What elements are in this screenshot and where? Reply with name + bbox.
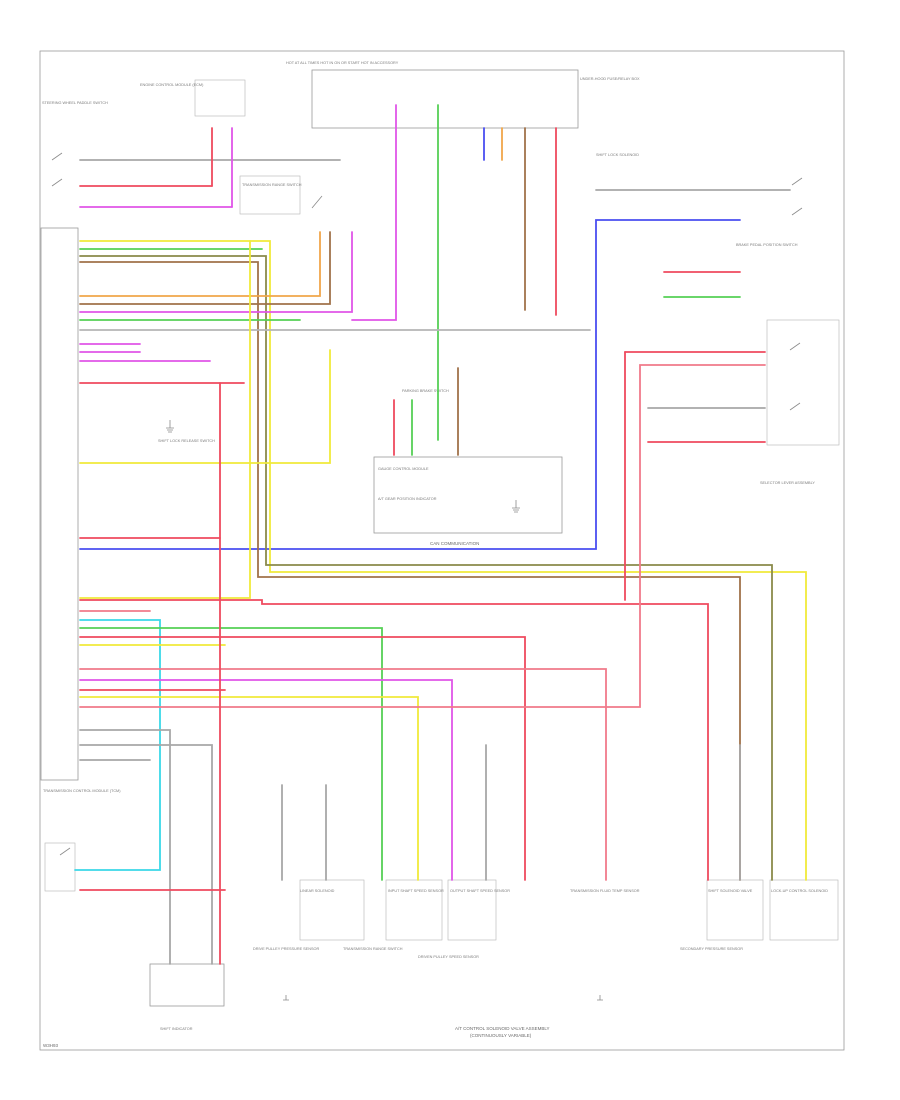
wires <box>74 104 807 965</box>
ground-icon <box>283 995 289 1001</box>
wire-green-3 <box>79 627 383 881</box>
component-lockup: LOCK-UP CONTROL SOLENOID <box>771 889 828 893</box>
wire-olive-1 <box>79 255 773 881</box>
can-label: CAN COMMUNICATION <box>430 541 479 546</box>
component-shift-indicator: SHIFT INDICATOR <box>160 1027 193 1031</box>
switch-icon <box>311 195 323 209</box>
component-shift-solenoid: SHIFT SOLENOID VALVE <box>708 889 753 893</box>
bottom-connector-box <box>149 963 225 1007</box>
wire-magenta-top <box>351 104 397 321</box>
wire-gray-low2 <box>79 744 213 965</box>
wire-magenta-tcm <box>79 231 353 313</box>
bottom-comp-5 <box>769 879 839 941</box>
wire-red-3 <box>79 636 526 881</box>
ground-icon <box>166 420 174 433</box>
wire-blue-can <box>79 219 741 550</box>
switch-icon <box>789 402 801 411</box>
component-range-switch: TRANSMISSION RANGE SWITCH <box>242 183 302 187</box>
component-underhood-fuse: UNDER-HOOD FUSE/RELAY BOX <box>580 77 640 81</box>
switch-icon <box>789 342 801 351</box>
bottom-comp-3 <box>447 879 497 941</box>
component-linear-solenoid: LINEAR SOLENOID <box>300 889 335 893</box>
switch-icon <box>51 178 63 187</box>
wire-orange-tcm <box>79 231 321 297</box>
ground-icon <box>512 500 520 513</box>
switch-icon <box>791 177 803 186</box>
bottom-comp-2 <box>385 879 443 941</box>
switch-icon <box>59 847 71 856</box>
wire-pink-3 <box>79 668 607 881</box>
top-header: HOT AT ALL TIMES HOT IN ON OR START HOT … <box>286 61 399 65</box>
bottom-caption-2: (CONTINUOUSLY VARIABLE) <box>470 1033 532 1038</box>
component-shift-lock-release: SHIFT LOCK RELEASE SWITCH <box>158 439 215 443</box>
range-switch-box <box>239 175 301 215</box>
wire-yellow-4 <box>79 696 419 881</box>
selector-lever-box <box>766 319 840 446</box>
component-range-switch-2: TRANSMISSION RANGE SWITCH <box>343 947 403 951</box>
ground-symbols <box>166 420 603 1001</box>
switch-icon <box>51 152 63 161</box>
tcm-connector-strip <box>40 227 79 781</box>
component-drive-pulley: DRIVE PULLEY PRESSURE SENSOR <box>253 947 319 951</box>
ecm-fuse-box <box>194 79 246 117</box>
switch-icon <box>791 207 803 216</box>
tcm-label: TRANSMISSION CONTROL MODULE (TCM) <box>43 789 121 793</box>
component-input-speed: INPUT SHAFT SPEED SENSOR <box>388 889 444 893</box>
bottom-caption-1: A/T CONTROL SOLENOID VALVE ASSEMBLY <box>455 1026 550 1031</box>
wire-yellow-1 <box>79 240 807 881</box>
switch-symbols <box>51 152 803 856</box>
component-ecm: ENGINE CONTROL MODULE (ECM) <box>140 83 204 87</box>
component-output-speed: OUTPUT SHAFT SPEED SENSOR <box>450 889 510 893</box>
wire-magenta-3 <box>79 679 453 881</box>
component-gauge: GAUGE CONTROL MODULE <box>378 467 429 471</box>
footer-code: W3H93 <box>43 1043 59 1048</box>
wire-red-2 <box>79 599 709 881</box>
selector-lever-label: SELECTOR LEVER ASSEMBLY <box>760 481 815 485</box>
gauge-control-box <box>373 456 563 534</box>
component-shift-lock-solenoid: SHIFT LOCK SOLENOID <box>596 153 639 157</box>
brake-switch-box <box>44 842 76 892</box>
bottom-comp-1 <box>299 879 365 941</box>
wire-yellow-2 <box>79 240 251 599</box>
component-paddle-switch: STEERING WHEEL PADDLE SWITCH <box>42 101 108 105</box>
brake-switch-label: BRAKE PEDAL POSITION SWITCH <box>736 243 798 247</box>
wire-pink-4 <box>79 364 766 708</box>
component-secondary-pressure: SECONDARY PRESSURE SENSOR <box>680 947 743 951</box>
wire-brown-1 <box>79 261 741 881</box>
wire-gray-low1 <box>79 729 171 965</box>
wire-brown-tcm <box>79 231 331 305</box>
component-parking-brake: PARKING BRAKE SWITCH <box>402 389 449 393</box>
component-gear-indicator: A/T GEAR POSITION INDICATOR <box>378 497 437 501</box>
fuse-box <box>311 69 579 129</box>
ground-icon <box>597 995 603 1001</box>
component-driven-pulley: DRIVEN PULLEY SPEED SENSOR <box>418 955 479 959</box>
bottom-comp-4 <box>706 879 764 941</box>
component-fluid-temp: TRANSMISSION FLUID TEMP SENSOR <box>570 889 640 893</box>
diagram-frame <box>39 50 845 1051</box>
wire-yellow-tcm <box>79 349 331 464</box>
